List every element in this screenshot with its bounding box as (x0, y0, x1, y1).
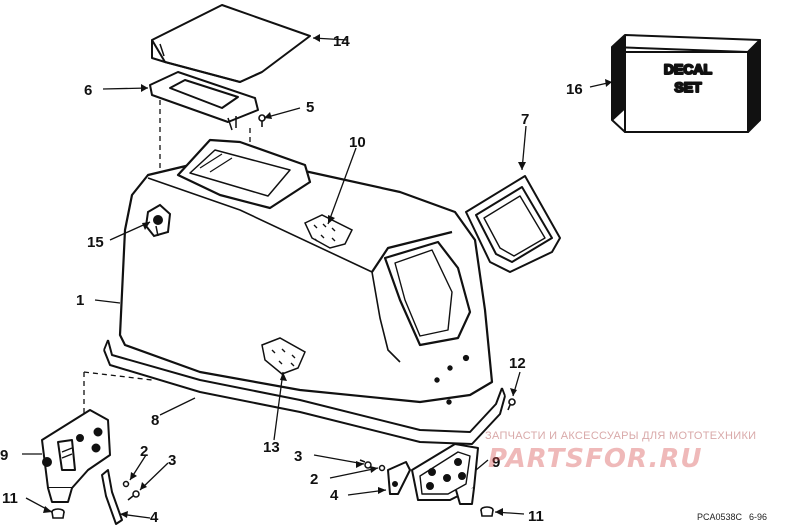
callout-5: 5 (306, 99, 314, 116)
callout-numbers: 14 6 5 16 7 10 15 1 12 8 13 2 3 3 2 4 4 … (0, 33, 583, 526)
part-9-hinge-bracket-left (41, 409, 111, 503)
part-9-hinge-bracket-right (411, 443, 479, 505)
part-11-foot-right (480, 506, 494, 517)
part-6-gasket-frame (149, 71, 259, 131)
callout-2-left: 2 (140, 443, 148, 460)
callout-14: 14 (333, 33, 350, 50)
decal-box-line1: DECAL (664, 61, 713, 77)
callout-10: 10 (349, 134, 366, 151)
part-2-washer-right (378, 464, 386, 472)
callout-4-left: 4 (150, 509, 159, 526)
callout-15: 15 (87, 234, 104, 251)
callout-8: 8 (151, 412, 159, 429)
callout-12: 12 (509, 355, 526, 372)
callout-9-right: 9 (492, 454, 500, 471)
part-3-screw-left (127, 490, 140, 501)
part-13-decal-patch (261, 337, 306, 375)
part-16-decal-set-box: DECAL SET (611, 34, 761, 133)
callout-7: 7 (521, 111, 529, 128)
part-4-clip-right (387, 461, 411, 495)
part-8-seal-band (103, 339, 506, 445)
part-10-decal-patch (304, 214, 354, 249)
callout-4-right: 4 (330, 487, 339, 504)
callout-3-right: 3 (294, 448, 302, 465)
callout-3-left: 3 (168, 452, 176, 469)
part-7-window-frame (465, 175, 561, 273)
decal-box-line2: SET (674, 79, 702, 95)
part-11-foot-left (51, 508, 65, 519)
drawing-code-label: PCA0538C 6-96 (697, 512, 774, 522)
part-14-top-cover (151, 4, 311, 83)
date-code: 6-96 (749, 512, 768, 522)
drawing-code: PCA0538C (697, 512, 743, 522)
part-2-washer-left (122, 480, 130, 488)
part-1-engine-cover (118, 138, 494, 405)
callout-2-right: 2 (310, 471, 318, 488)
part-5-screw (258, 114, 266, 127)
part-4-arm-left (101, 469, 123, 525)
part-15-latch (144, 203, 172, 238)
part-12-screw (507, 398, 516, 411)
callout-16: 16 (566, 81, 583, 98)
callout-11-left: 11 (2, 490, 18, 507)
watermark-logo: PARTSFOR.RU (488, 444, 703, 474)
callout-9-left: 9 (0, 447, 8, 464)
callout-11-right: 11 (528, 508, 544, 525)
callout-1: 1 (76, 292, 84, 309)
leader-arrowheads (43, 34, 612, 518)
callout-13: 13 (263, 439, 280, 456)
watermark-caption: ЗАПЧАСТИ И АКСЕССУАРЫ ДЛЯ МОТОТЕХНИКИ (485, 430, 757, 442)
part-3-screw-right (359, 459, 372, 469)
callout-6: 6 (84, 82, 92, 99)
